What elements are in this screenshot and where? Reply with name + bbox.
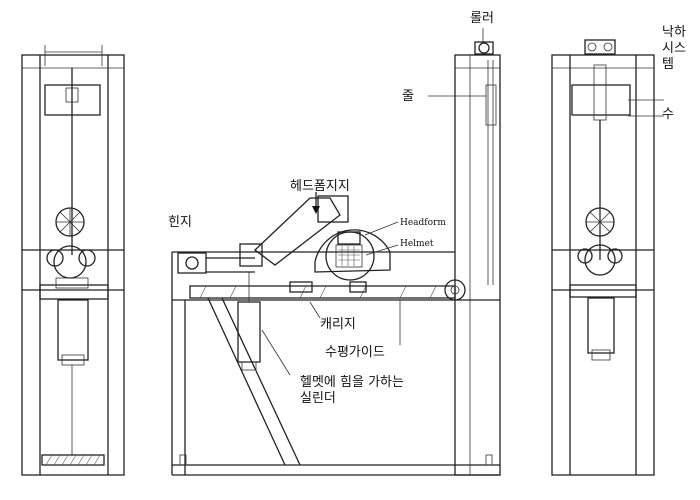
center-side-view — [171, 28, 501, 476]
label-hinge: 힌지 — [168, 215, 192, 230]
label-water: 수 — [662, 107, 674, 122]
label-helmet: Helmet — [400, 239, 434, 249]
left-tower-view — [21, 45, 125, 476]
label-cylinder-1: 헬멧에 힘을 가하는 — [300, 375, 404, 390]
helmet-icon — [314, 229, 391, 281]
label-headform-support: 헤드폼지지 — [290, 179, 350, 194]
hinge-icon — [177, 252, 207, 274]
right-tower-view — [551, 39, 664, 476]
label-drop-system-1: 낙하 — [662, 25, 686, 40]
label-horizontal-guide: 수평가이드 — [325, 345, 385, 360]
label-rope: 줄 — [402, 89, 414, 104]
label-cylinder-2: 실린더 — [300, 391, 336, 406]
label-carriage: 캐리지 — [320, 317, 356, 332]
label-drop-system-3: 템 — [662, 57, 674, 72]
roller-icon — [474, 41, 494, 55]
label-headform: Headform — [400, 218, 446, 228]
label-drop-system-2: 시스 — [662, 41, 686, 56]
label-roller: 롤러 — [470, 11, 494, 26]
